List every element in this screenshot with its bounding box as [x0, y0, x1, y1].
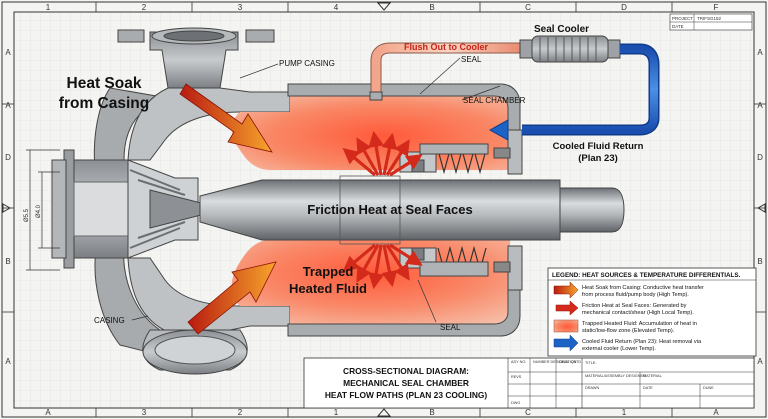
title-block-title: HEAT FLOW PATHS (PLAN 23 COOLING) [325, 390, 488, 400]
dimension-lines [26, 149, 60, 271]
seal-chamber-label: SEAL CHAMBER [463, 96, 526, 105]
legend-item-text: from process fluid/pump body (High Temp)… [582, 292, 689, 298]
shaft [199, 175, 625, 245]
return-pipe [488, 43, 660, 141]
casing-label: CASING [94, 316, 125, 325]
frame-col-label: B [429, 408, 434, 417]
frame-col-label: A [713, 408, 719, 417]
svg-text:NUMBER DESIGNATION: NUMBER DESIGNATION [533, 360, 577, 364]
frame-row-label: A [5, 48, 11, 57]
legend-title: LEGEND: HEAT SOURCES & TEMPERATURE DIFFE… [552, 272, 741, 279]
frame-col-label: C [525, 3, 531, 12]
frame-row-label: A [5, 101, 11, 110]
frame-col-label: 1 [622, 408, 627, 417]
legend-item-text: Friction Heat at Seal Faces: Generated b… [582, 303, 687, 309]
svg-text:DATE: DATE [643, 386, 653, 390]
svg-text:DATE: DATE [672, 24, 684, 29]
frame-col-label: C [525, 408, 531, 417]
svg-text:TRIFSG152: TRIFSG152 [697, 16, 722, 21]
frame-col-label: B [429, 3, 434, 12]
dimension-label-outer: Ø5.5 [24, 208, 30, 222]
svg-text:TITLE:: TITLE: [585, 361, 596, 365]
frame-col-label: 2 [142, 3, 147, 12]
dimension-label-inner: Ø4.0 [36, 204, 42, 218]
legend-item-text: static/low-flow zone (Elevated Temp). [582, 328, 675, 334]
svg-text:DUNE: DUNE [703, 386, 714, 390]
frame-row-label: B [5, 257, 10, 266]
flush-out-label: Flush Out to Cooler [404, 42, 488, 52]
svg-text:MATERIAL/ASSEMBLY DESIGNER: MATERIAL/ASSEMBLY DESIGNER [585, 374, 646, 378]
legend: LEGEND: HEAT SOURCES & TEMPERATURE DIFFE… [547, 267, 757, 357]
svg-text:DESC QSTD: DESC QSTD [559, 360, 581, 364]
frame-col-label: F [714, 3, 719, 12]
title-block: CROSS-SECTIONAL DIAGRAM: MECHANICAL SEAL… [303, 357, 755, 409]
trapped-fluid-label-line1: Trapped [303, 264, 354, 279]
title-block-title: CROSS-SECTIONAL DIAGRAM: [343, 366, 469, 376]
legend-item-text: mechanical contact/shear (High Local Tem… [582, 310, 694, 316]
friction-heat-label: Friction Heat at Seal Faces [307, 202, 472, 217]
seal-label-top: SEAL [461, 55, 482, 64]
friction-heat-arrows [342, 130, 423, 290]
heat-soak-title-line2: from Casing [59, 95, 149, 112]
seal-chamber-housing [287, 83, 523, 337]
frame-row-label: A [757, 101, 763, 110]
frame-col-label: A [45, 408, 51, 417]
heat-soak-arrows [179, 83, 277, 335]
pump-casing-label: PUMP CASING [279, 59, 335, 68]
svg-text:DRAWN: DRAWN [585, 386, 599, 390]
seal-cooler-label: Seal Cooler [534, 24, 589, 35]
project-stamp: PROJECT TRIFSG152 DATE [669, 13, 753, 31]
flush-pipe [369, 42, 520, 101]
frame-col-label: 1 [334, 408, 339, 417]
frame-row-label: B [757, 257, 762, 266]
heated-zone-swatch-icon [553, 319, 579, 333]
svg-text:MATERIAL: MATERIAL [643, 374, 662, 378]
red-arrow-icon [553, 281, 579, 299]
legend-item-text: Heat Soak from Casing: Conductive heat t… [582, 285, 704, 291]
trapped-fluid-label-line2: Heated Fluid [289, 281, 367, 296]
small-red-arrow-icon [555, 300, 579, 316]
heat-soak-title-line1: Heat Soak [67, 75, 142, 92]
svg-text:REVS: REVS [511, 375, 522, 379]
svg-text:PROJECT: PROJECT [672, 16, 693, 21]
frame-col-label: 2 [238, 408, 243, 417]
frame-col-label: D [621, 3, 627, 12]
frame-col-label: 3 [142, 408, 147, 417]
pump-casing [51, 27, 291, 375]
cooled-return-label-line2: (Plan 23) [578, 153, 618, 164]
frame-row-label: D [757, 153, 763, 162]
title-block-title: MECHANICAL SEAL CHAMBER [343, 378, 469, 388]
frame-col-label: 3 [238, 3, 243, 12]
frame-row-label: A [757, 357, 763, 366]
svg-text:ASY NO.: ASY NO. [511, 360, 526, 364]
frame-col-label: 1 [46, 3, 51, 12]
svg-text:DWG: DWG [511, 401, 520, 405]
cooled-return-label-line1: Cooled Fluid Return [553, 141, 644, 152]
blue-arrow-icon [553, 334, 579, 352]
frame-row-label: A [757, 48, 763, 57]
legend-item-text: Trapped Heated Fluid: Accumulation of he… [582, 321, 697, 327]
legend-item-text: Cooled Fluid Return (Plan 23): Heat remo… [582, 339, 702, 345]
seal-label-bottom: SEAL [440, 323, 461, 332]
frame-col-label: 4 [334, 3, 339, 12]
frame-row-label: A [5, 357, 11, 366]
seal-cooler [519, 35, 621, 63]
legend-item-text: external cooler (Lower Temp). [582, 346, 656, 352]
frame-row-label: D [5, 153, 11, 162]
